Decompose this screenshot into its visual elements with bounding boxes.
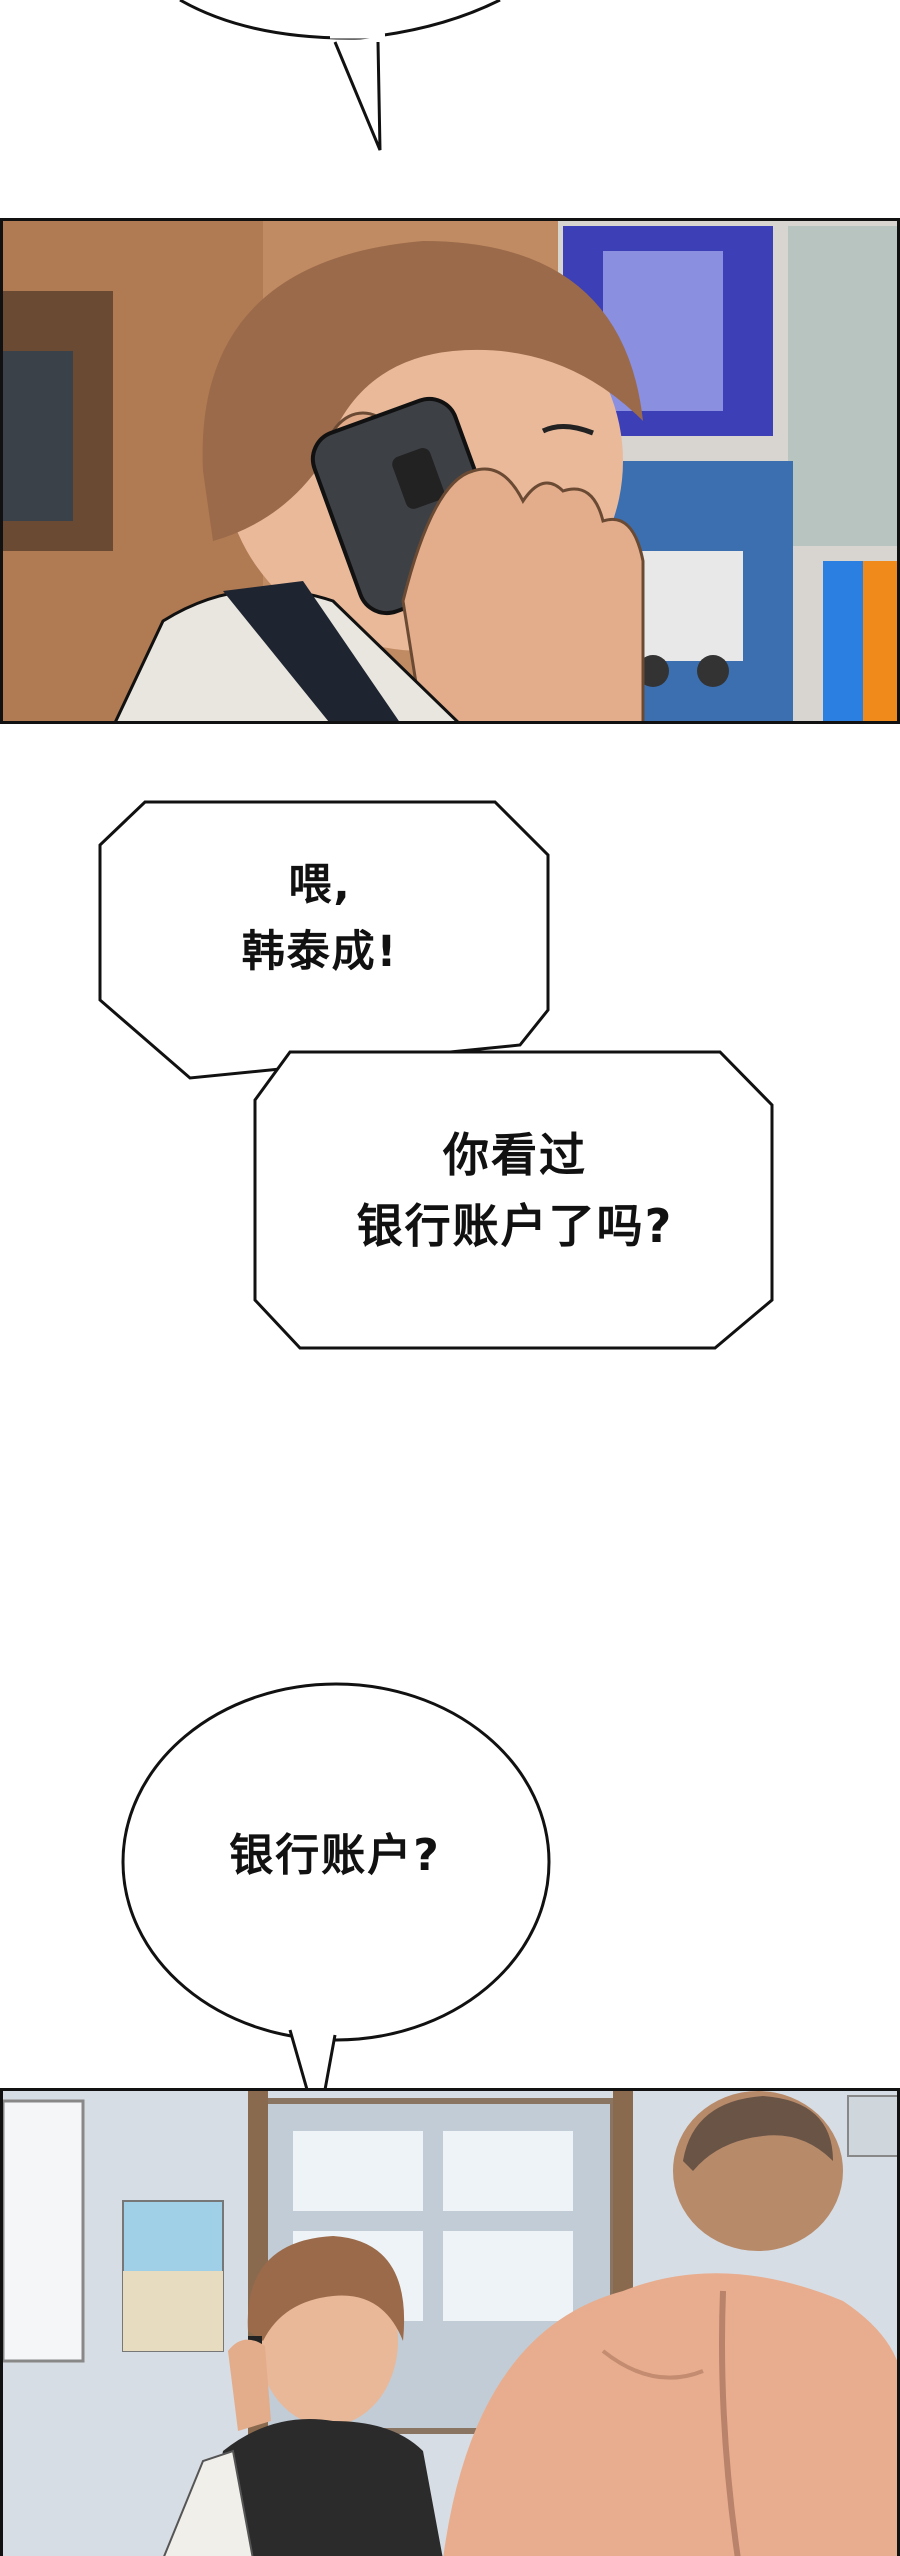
- caller-line-2: 韩泰成!: [241, 926, 399, 977]
- panel-room-art: [3, 2091, 897, 2556]
- question-text: 你看过 银行账户了吗?: [270, 1120, 760, 1263]
- panel-phone-call-closeup: [0, 218, 900, 724]
- bubble-caller: [98, 800, 550, 1080]
- panel-phone-call-art: [3, 221, 897, 721]
- caller-text: 喂, 韩泰成!: [150, 852, 490, 985]
- bubble-reply: [121, 1682, 551, 2042]
- question-line-2: 银行账户了吗?: [356, 1199, 674, 1254]
- reply-text: 银行账户?: [140, 1822, 530, 1890]
- question-line-1: 你看过: [443, 1128, 587, 1182]
- bubble-question: [253, 1050, 774, 1350]
- reply-line: 银行账户?: [229, 1830, 441, 1881]
- panel-room-scene: [0, 2088, 900, 2556]
- top-bubble-tail: [179, 0, 501, 151]
- caller-line-1: 喂,: [288, 860, 352, 910]
